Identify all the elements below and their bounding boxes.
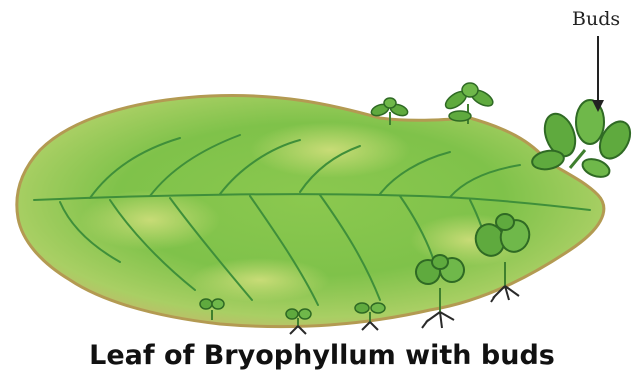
buds-label: Buds	[572, 8, 620, 30]
bud-large	[531, 100, 637, 180]
leaf-highlight	[80, 190, 220, 250]
leaf-highlight	[190, 258, 330, 302]
diagram-caption: Leaf of Bryophyllum with buds	[0, 340, 644, 371]
bud	[443, 83, 496, 124]
